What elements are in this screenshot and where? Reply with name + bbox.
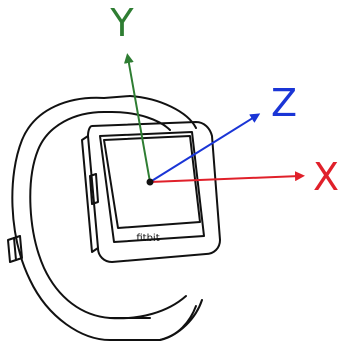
y-axis-label: Y bbox=[109, 1, 134, 45]
origin-dot bbox=[146, 178, 154, 186]
watch-case bbox=[81, 121, 221, 263]
side-button-icon bbox=[89, 173, 99, 205]
axes bbox=[123, 53, 305, 183]
y-axis-arrow bbox=[123, 53, 151, 183]
z-axis-label: Z bbox=[271, 81, 297, 125]
x-axis-arrow bbox=[149, 171, 305, 183]
watch-band bbox=[7, 95, 203, 341]
x-axis-label: X bbox=[313, 155, 339, 199]
z-axis-arrow bbox=[149, 113, 261, 183]
brand-label: fitbit bbox=[136, 233, 159, 244]
watch-screen bbox=[103, 135, 201, 229]
